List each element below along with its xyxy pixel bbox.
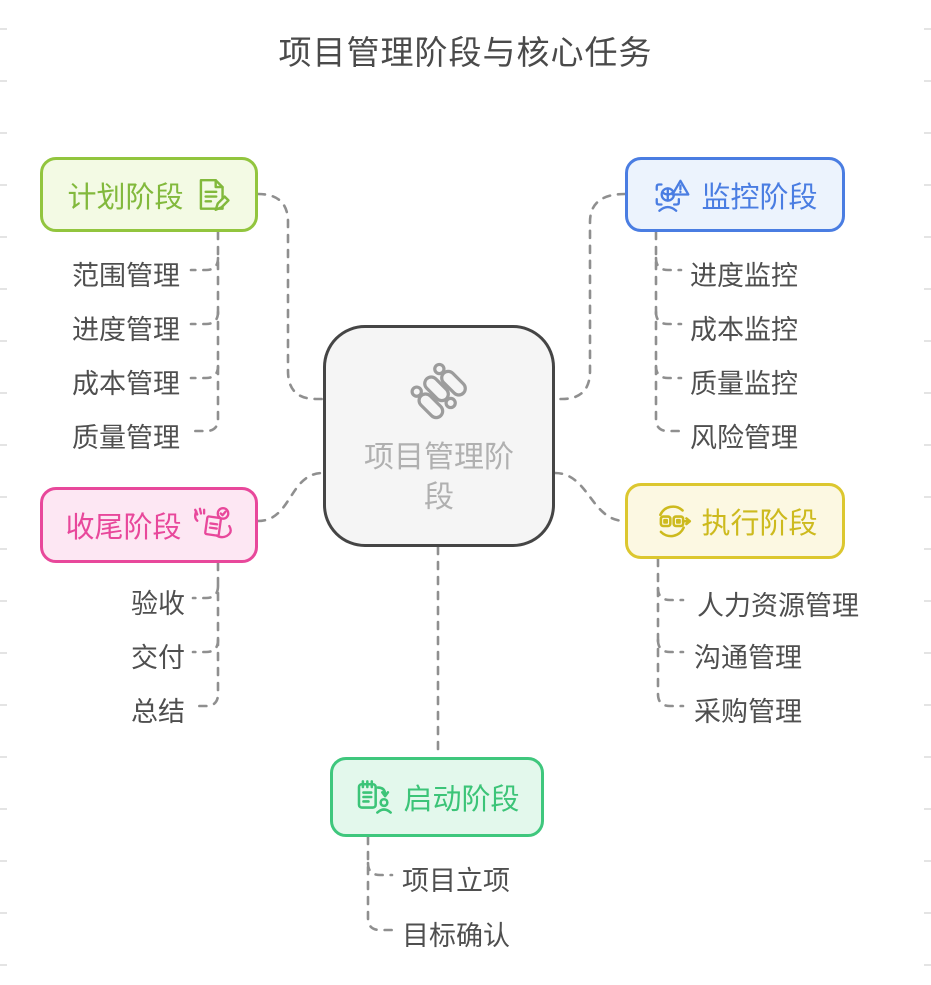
plan-item-scope[interactable]: 范围管理 xyxy=(72,261,180,291)
plan-item-quality[interactable]: 质量管理 xyxy=(72,423,180,453)
node-execution-phase[interactable]: 执行阶段 xyxy=(625,483,845,559)
process-flow-icon xyxy=(659,505,692,538)
clipboard-person-icon xyxy=(358,780,393,814)
node-plan-phase[interactable]: 计划阶段 xyxy=(40,157,258,232)
tree-monitor-b3 xyxy=(654,364,683,380)
node-initiation-phase[interactable]: 启动阶段 xyxy=(330,757,544,837)
closing-item-acceptance[interactable]: 验收 xyxy=(131,589,185,619)
link-plan-center xyxy=(256,192,325,401)
center-node-label: 项目管理阶段 xyxy=(364,441,514,514)
execution-item-hr[interactable]: 人力资源管理 xyxy=(697,591,859,621)
link-center-execution xyxy=(553,471,627,523)
handover-check-icon xyxy=(193,507,232,539)
tree-plan-b3 xyxy=(189,364,220,380)
tree-plan-b2 xyxy=(189,310,220,326)
tree-monitor-b2 xyxy=(654,310,683,326)
node-closing-phase[interactable]: 收尾阶段 xyxy=(40,487,258,563)
right-edge-ticks xyxy=(924,28,931,985)
execution-item-procurement[interactable]: 采购管理 xyxy=(694,697,802,727)
closing-phase-label: 收尾阶段 xyxy=(65,512,182,544)
tree-plan xyxy=(189,230,220,433)
closing-item-summary[interactable]: 总结 xyxy=(131,697,185,727)
tree-execution-b2 xyxy=(656,638,685,654)
tree-execution-b1 xyxy=(656,586,685,602)
execution-item-communication[interactable]: 沟通管理 xyxy=(694,643,802,673)
tree-initiation xyxy=(366,835,394,932)
closing-item-delivery[interactable]: 交付 xyxy=(131,643,185,673)
monitor-alert-icon xyxy=(656,179,690,212)
initiation-item-goal[interactable]: 目标确认 xyxy=(402,921,510,951)
initiation-phase-label: 启动阶段 xyxy=(403,784,520,816)
tree-monitor-b1 xyxy=(654,256,683,272)
capsules-logo-icon xyxy=(410,362,467,420)
execution-phase-label: 执行阶段 xyxy=(701,508,818,540)
tree-execution xyxy=(656,557,685,708)
monitor-phase-label: 监控阶段 xyxy=(701,181,818,214)
monitor-item-quality[interactable]: 质量监控 xyxy=(690,369,798,399)
tree-closing-b1 xyxy=(191,584,220,600)
initiation-item-approval[interactable]: 项目立项 xyxy=(402,866,510,896)
monitor-item-schedule[interactable]: 进度监控 xyxy=(690,261,798,291)
plan-item-schedule[interactable]: 进度管理 xyxy=(72,315,180,345)
plan-phase-label: 计划阶段 xyxy=(67,181,184,214)
center-node[interactable]: 项目管理阶段 xyxy=(323,325,555,547)
link-monitor-center xyxy=(553,192,627,401)
node-monitor-phase[interactable]: 监控阶段 xyxy=(625,157,845,232)
tree-initiation-b1 xyxy=(366,861,394,877)
tree-plan-b1 xyxy=(189,256,220,272)
page-title: 项目管理阶段与核心任务 xyxy=(278,34,653,71)
plan-item-cost[interactable]: 成本管理 xyxy=(72,369,180,399)
link-closing-center xyxy=(256,471,325,523)
tree-monitor xyxy=(654,230,683,433)
left-edge-ticks xyxy=(0,28,7,985)
monitor-item-risk[interactable]: 风险管理 xyxy=(690,423,798,453)
document-pencil-icon xyxy=(199,178,230,211)
monitor-item-cost[interactable]: 成本监控 xyxy=(690,315,798,345)
tree-closing-b2 xyxy=(191,638,220,654)
tree-closing xyxy=(191,561,220,708)
